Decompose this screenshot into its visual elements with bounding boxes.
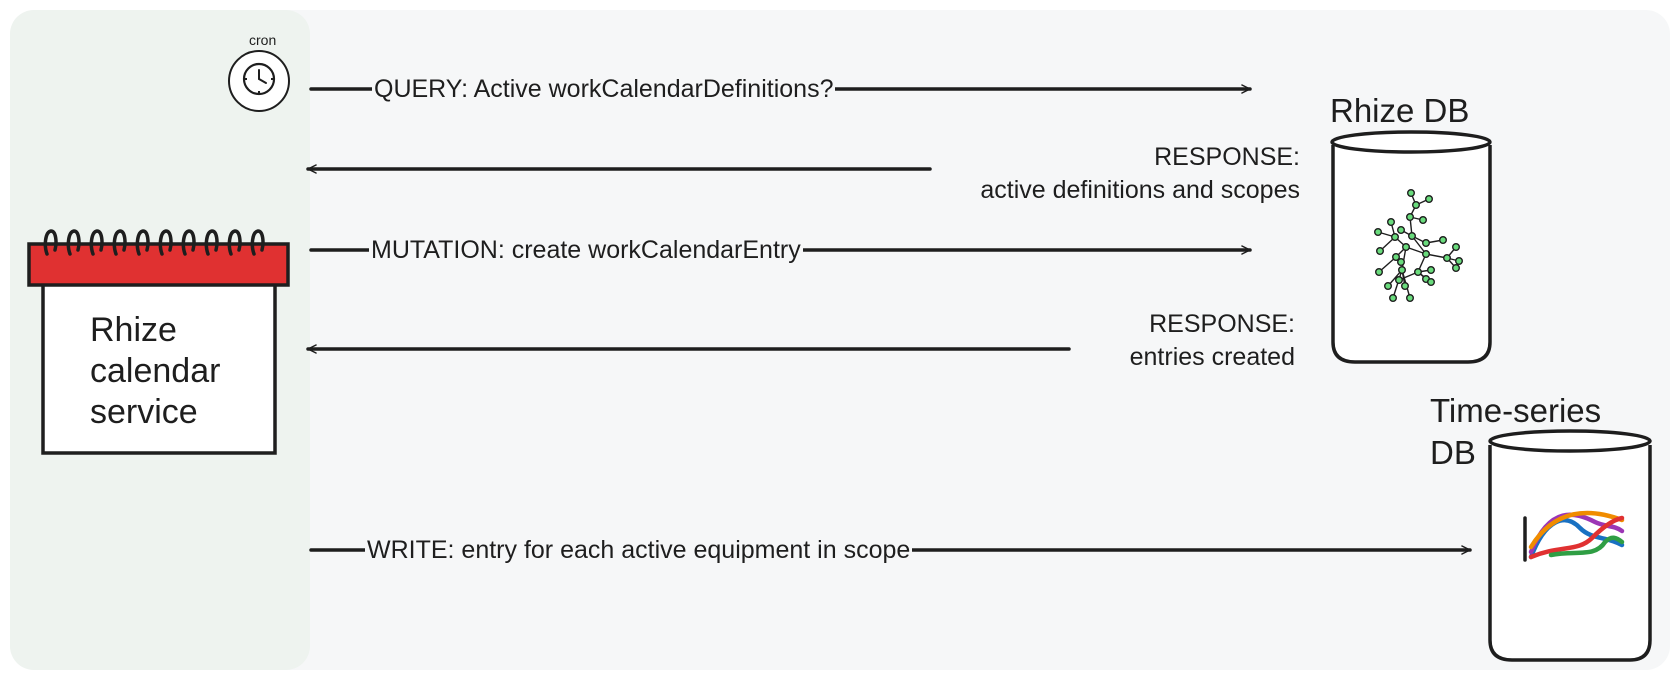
mutation-label: MUTATION: create workCalendarEntry xyxy=(369,235,803,265)
response-entries-line2: entries created xyxy=(1129,343,1295,371)
response-definitions-line2: active definitions and scopes xyxy=(980,176,1300,204)
timeseries-chart-icon xyxy=(1523,510,1625,562)
timeseries-db-label-line2: DB xyxy=(1430,434,1476,471)
response-entries-label: RESPONSE: entries created xyxy=(1130,308,1295,374)
response-entries-line1: RESPONSE: xyxy=(1149,310,1295,338)
calendar-icon xyxy=(27,229,290,455)
write-label: WRITE: entry for each active equipment i… xyxy=(365,535,913,565)
service-title: Rhize calendar service xyxy=(90,311,221,431)
graph-icon xyxy=(1373,188,1463,303)
query-label: QUERY: Active workCalendarDefinitions? xyxy=(372,74,836,104)
rhize-db-label: Rhize DB xyxy=(1330,92,1470,129)
diagram-background xyxy=(10,10,1670,670)
response-definitions-line1: RESPONSE: xyxy=(1154,143,1300,171)
cron-label: cron xyxy=(249,32,277,48)
clock-icon xyxy=(228,50,290,112)
rhize-db-cylinder xyxy=(1330,130,1492,364)
response-definitions-label: RESPONSE: active definitions and scopes xyxy=(980,141,1300,207)
timeseries-db-label-line1: Time-series xyxy=(1430,392,1602,429)
